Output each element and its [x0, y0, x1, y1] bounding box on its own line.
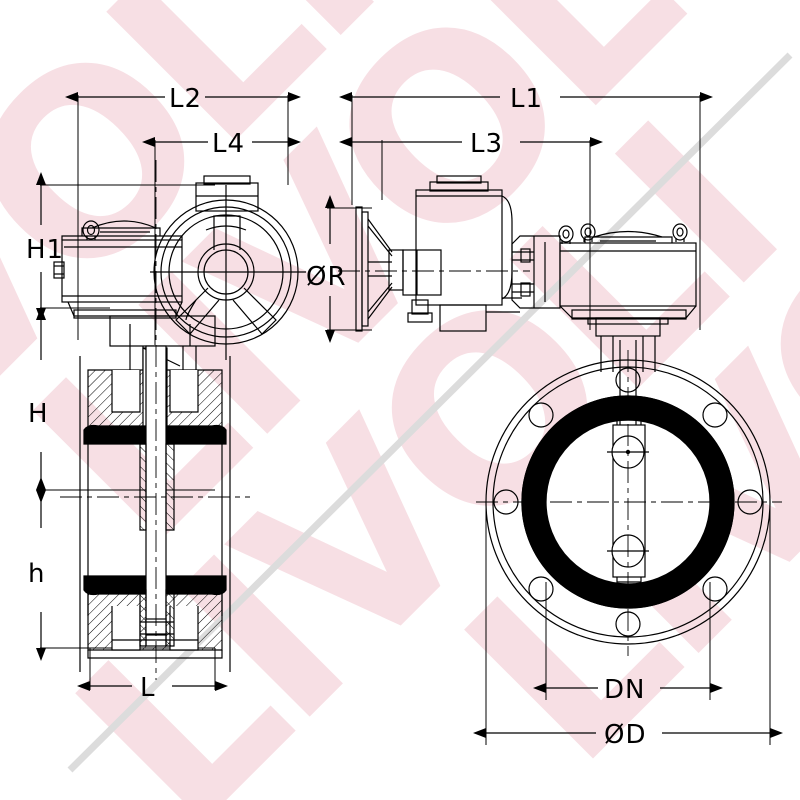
lifting-eye-icon — [82, 220, 100, 240]
od-witness-lines — [485, 502, 771, 745]
lifting-eye-right-2 — [580, 223, 596, 242]
dimension-L: L — [77, 673, 228, 703]
lifting-eye-right-3 — [672, 223, 688, 242]
dn-witness-lines — [545, 582, 711, 700]
left-centerlines — [60, 160, 250, 680]
dimension-label-L2: L2 — [169, 84, 202, 114]
left-actuator-housing — [53, 220, 183, 319]
valve-body-section — [79, 345, 231, 672]
dimension-label-R: ØR — [306, 262, 347, 292]
gearbox-top-cap — [195, 175, 259, 212]
dimension-label-L1: L1 — [510, 84, 543, 114]
dimension-L4: L4 — [142, 129, 301, 159]
dimension-label-L: L — [140, 673, 156, 703]
middle-gearbox-body — [402, 175, 513, 332]
middle-actuator-end-view: L1 L3 ØR — [306, 84, 713, 343]
dimension-L1: L1 — [339, 84, 713, 114]
lifting-eye-right-1 — [558, 225, 574, 244]
dimension-L3: L3 — [339, 129, 603, 159]
right-face-view: DN ØD — [473, 223, 783, 750]
right-actuator-body — [511, 223, 697, 372]
left-side-section-view: L2 L4 H1 H — [26, 84, 306, 703]
right-centerlines — [476, 350, 782, 656]
dimension-H: H — [28, 307, 49, 503]
dimension-label-h: h — [28, 559, 45, 589]
dimension-h: h — [28, 477, 46, 661]
dimension-label-H1: H1 — [26, 235, 64, 265]
dimension-DN: DN — [533, 675, 723, 705]
handwheel — [150, 185, 306, 360]
dimension-D: ØD — [473, 720, 783, 750]
dimension-label-D: ØD — [604, 720, 647, 750]
dimension-label-H: H — [28, 399, 49, 429]
dimension-label-DN: DN — [604, 675, 645, 705]
dimension-R: ØR — [306, 195, 372, 343]
dimension-H1: H1 — [26, 172, 64, 321]
mounting-flange-edge — [355, 206, 404, 332]
dimension-label-L4: L4 — [212, 129, 245, 159]
dimension-L2: L2 — [65, 84, 301, 114]
dimension-label-L3: L3 — [470, 129, 503, 159]
